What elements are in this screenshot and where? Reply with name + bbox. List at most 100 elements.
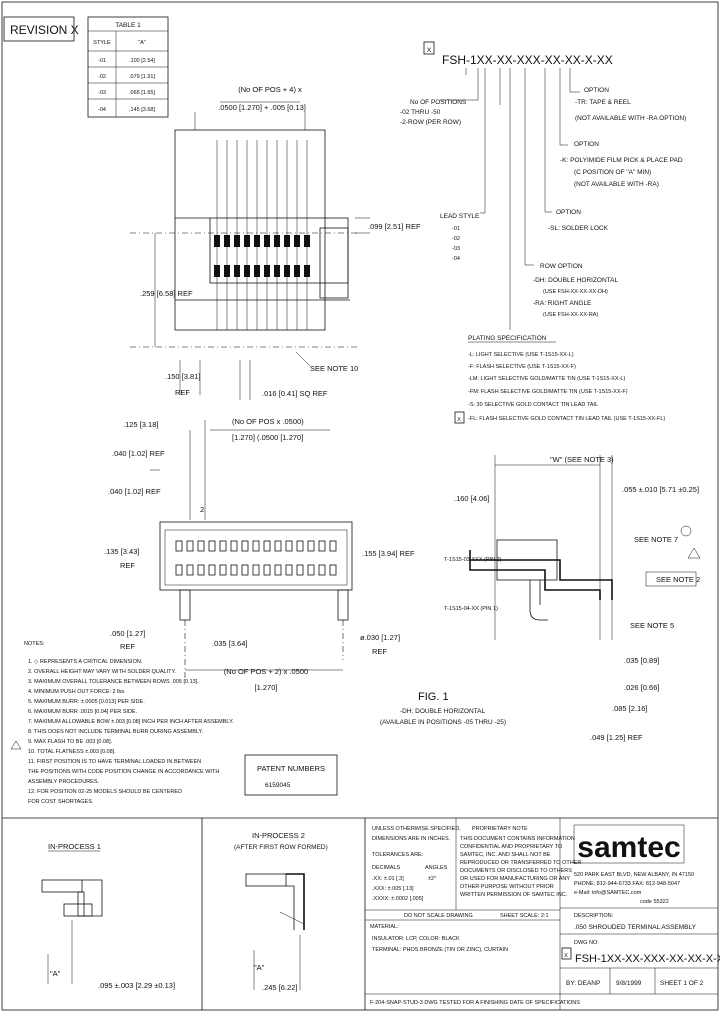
svg-text:DECIMALS: DECIMALS <box>372 865 400 871</box>
svg-text:±2°: ±2° <box>428 876 436 882</box>
svg-text:1. ◇ REPRESENTS A CRITICAL DIM: 1. ◇ REPRESENTS A CRITICAL DIMENSION. <box>28 659 143 665</box>
contact-lower <box>296 564 304 576</box>
svg-text:SAMTEC, INC. AND SHALL NOT BE: SAMTEC, INC. AND SHALL NOT BE <box>460 852 551 858</box>
svg-text:-03: -03 <box>452 246 460 252</box>
plating-spec: PLATING SPECIFICATION -L: LIGHT SELECTIV… <box>454 335 665 424</box>
svg-text:-LM: LIGHT SELECTIVE GOLD/MATT: -LM: LIGHT SELECTIVE GOLD/MATTE TIN (USE… <box>468 376 625 382</box>
proprietary-note: PROPRIETARY NOTE THIS DOCUMENT CONTAINS … <box>460 826 581 898</box>
svg-text:-RA: RIGHT ANGLE: -RA: RIGHT ANGLE <box>533 300 592 307</box>
contact-upper <box>263 540 271 552</box>
contact-lower <box>318 564 326 576</box>
svg-text:THE POSITIONS WITH CODE POSITI: THE POSITIONS WITH CODE POSITION CHANGE … <box>28 769 219 775</box>
svg-text:WRITTEN PERMISSION OF SAMTEC I: WRITTEN PERMISSION OF SAMTEC INC. <box>460 892 568 898</box>
svg-text:3. MAXIMUM OVERALL TOLERANCE B: 3. MAXIMUM OVERALL TOLERANCE BETWEEN ROW… <box>28 679 199 685</box>
svg-text:OPTION: OPTION <box>556 209 581 216</box>
table-cell: -04 <box>98 107 106 113</box>
contact-upper <box>186 540 194 552</box>
svg-text:(USE FSH-XX-XX-XX-DH): (USE FSH-XX-XX-XX-DH) <box>543 289 608 295</box>
svg-text:DIMENSIONS ARE IN INCHES.: DIMENSIONS ARE IN INCHES. <box>372 836 451 842</box>
contact-upper <box>274 540 282 552</box>
sl-option: OPTION -SL: SOLDER LOCK <box>548 209 609 232</box>
contact-upper <box>219 540 227 552</box>
material-block: MATERIAL: INSULATOR: LCP, COLOR: BLACK T… <box>370 924 580 1006</box>
contact-upper <box>241 540 249 552</box>
part-x-marker: X <box>427 47 432 54</box>
svg-text:PROPRIETARY NOTE: PROPRIETARY NOTE <box>472 826 528 832</box>
svg-text:CONFIDENTIAL AND PROPRIETARY T: CONFIDENTIAL AND PROPRIETARY TO <box>460 844 563 850</box>
svg-text:.035 [3.64]: .035 [3.64] <box>212 639 247 648</box>
contact-lower <box>329 564 337 576</box>
svg-text:-04: -04 <box>452 256 460 262</box>
svg-text:OTHER PURPOSE WITHOUT PRIOR: OTHER PURPOSE WITHOUT PRIOR <box>460 884 554 890</box>
svg-text:.049 [1.25] REF: .049 [1.25] REF <box>590 733 643 742</box>
svg-text:OR USED FOR MANUFACTURING OR A: OR USED FOR MANUFACTURING OR ANY <box>460 876 570 882</box>
table-cell: .065 [1.65] <box>129 90 155 96</box>
svg-text:2. OVERALL HEIGHT MAY VARY WIT: 2. OVERALL HEIGHT MAY VARY WITH SOLDER Q… <box>28 669 176 675</box>
svg-text:No OF POSITIONS: No OF POSITIONS <box>410 99 467 106</box>
contact-lower <box>186 564 194 576</box>
svg-text:(USE FSH-XX-XX-RA): (USE FSH-XX-XX-RA) <box>543 312 598 318</box>
svg-text:FOR COST SHORTAGES.: FOR COST SHORTAGES. <box>28 799 94 805</box>
svg-text:-K: POLYIMIDE FILM PICK & PLAC: -K: POLYIMIDE FILM PICK & PLACE PAD <box>560 157 683 164</box>
svg-text:IN-PROCESS 2: IN-PROCESS 2 <box>252 831 305 840</box>
table-header-a: "A" <box>138 40 146 46</box>
contact-upper <box>318 540 326 552</box>
table-cell: .079 [1.91] <box>129 74 155 80</box>
row-option: ROW OPTION -DH: DOUBLE HORIZONTAL (USE F… <box>533 263 618 318</box>
lead-style-option: LEAD STYLE -01 -02 -03 -04 <box>440 213 480 262</box>
fig-1-caption: -DH: DOUBLE HORIZONTAL <box>400 708 485 715</box>
contact-lower <box>219 564 227 576</box>
svg-text:THIS DOCUMENT CONTAINS INFORMA: THIS DOCUMENT CONTAINS INFORMATION <box>460 836 575 842</box>
svg-text:.040 [1.02] REF: .040 [1.02] REF <box>112 449 165 458</box>
svg-text:SEE NOTE 2: SEE NOTE 2 <box>656 575 700 584</box>
contact-lower <box>263 564 271 576</box>
contact-upper <box>175 540 183 552</box>
svg-text:(No OF POS + 4) x: (No OF POS + 4) x <box>238 85 302 94</box>
table-1-title: TABLE 1 <box>115 22 141 29</box>
svg-text:code 55322: code 55322 <box>640 899 669 905</box>
svg-text:DO NOT SCALE DRAWING: DO NOT SCALE DRAWING <box>404 913 473 919</box>
svg-text:e-Mail: info@SAMTEC.com: e-Mail: info@SAMTEC.com <box>574 890 642 896</box>
svg-text:DOCUMENTS OR DISCLOSED TO OTHE: DOCUMENTS OR DISCLOSED TO OTHERS <box>460 868 572 874</box>
svg-text:BY: DEANP: BY: DEANP <box>566 980 600 987</box>
table-cell: -02 <box>98 74 106 80</box>
table-1: TABLE 1 STYLE "A" -01 .100 [2.54] -02 .0… <box>87 16 169 118</box>
table-cell: .145 [3.68] <box>129 107 155 113</box>
svg-text:SHEET 1 OF 2: SHEET 1 OF 2 <box>660 980 704 987</box>
svg-text:[1.270]: [1.270] <box>255 683 278 692</box>
svg-text:FSH-1XX-XX-XXX-XX-XX-X-XX: FSH-1XX-XX-XXX-XX-XX-X-XX <box>575 953 720 965</box>
svg-text:(NOT AVAILABLE WITH -RA): (NOT AVAILABLE WITH -RA) <box>574 181 659 188</box>
svg-text:.085 [2.16]: .085 [2.16] <box>612 704 647 713</box>
svg-text:-02 THRU -50: -02 THRU -50 <box>400 109 441 116</box>
svg-text:(No OF POS x .0500): (No OF POS x .0500) <box>232 417 304 426</box>
svg-text:6159045: 6159045 <box>265 782 291 789</box>
svg-text:UNLESS OTHERWISE SPECIFIED,: UNLESS OTHERWISE SPECIFIED, <box>372 826 461 832</box>
contact-upper <box>307 540 315 552</box>
svg-text:.095 ±.003 [2.29 ±0.13]: .095 ±.003 [2.29 ±0.13] <box>98 981 175 990</box>
svg-text:-02: -02 <box>452 236 460 242</box>
title-block: DESCRIPTION: .050 SHROUDED TERMINAL ASSE… <box>561 913 720 994</box>
svg-text:OPTION: OPTION <box>574 141 599 148</box>
side-view: .125 [3.18] .040 [1.02] REF .040 [1.02] … <box>104 417 415 692</box>
svg-text:10. TOTAL FLATNESS ±.003 [0.08: 10. TOTAL FLATNESS ±.003 [0.08]. <box>28 749 116 755</box>
svg-text:INSULATOR: LCP, COLOR: BLACK: INSULATOR: LCP, COLOR: BLACK <box>372 936 460 942</box>
svg-text:SEE NOTE 7: SEE NOTE 7 <box>634 535 678 544</box>
part-x-box <box>423 41 435 55</box>
contact-lower <box>252 564 260 576</box>
contact-lower <box>197 564 205 576</box>
table-header-style: STYLE <box>93 40 111 46</box>
tr-option: OPTION -TR: TAPE & REEL (NOT AVAILABLE W… <box>575 87 686 122</box>
svg-text:TOLERANCES ARE:: TOLERANCES ARE: <box>372 852 424 858</box>
svg-text:6. MAXIMUM BURR .0015 [0.04] P: 6. MAXIMUM BURR .0015 [0.04] PER SIDE. <box>28 709 138 715</box>
svg-text:.035 [0.89]: .035 [0.89] <box>624 656 659 665</box>
svg-text:7. MAXIMUM ALLOWABLE BOW ±.003: 7. MAXIMUM ALLOWABLE BOW ±.003 [0.08] IN… <box>28 719 234 725</box>
svg-text:F-204-SNAP-STUD-3 DWG TESTED F: F-204-SNAP-STUD-3 DWG TESTED FOR A FINIS… <box>370 1000 580 1006</box>
svg-text:.245 [6.22]: .245 [6.22] <box>262 983 297 992</box>
patent-box: PATENT NUMBERS 6159045 <box>244 754 338 796</box>
contact-upper <box>296 540 304 552</box>
svg-text:(AFTER FIRST ROW FORMED): (AFTER FIRST ROW FORMED) <box>234 844 328 851</box>
contact-upper <box>208 540 216 552</box>
svg-text:samtec: samtec <box>577 831 680 864</box>
svg-text:-L: LIGHT SELECTIVE (USE T-1S1: -L: LIGHT SELECTIVE (USE T-1S15-XX-L) <box>468 352 574 358</box>
svg-text:.0500 [1.270] + .005 [0.13]: .0500 [1.270] + .005 [0.13] <box>218 103 306 112</box>
